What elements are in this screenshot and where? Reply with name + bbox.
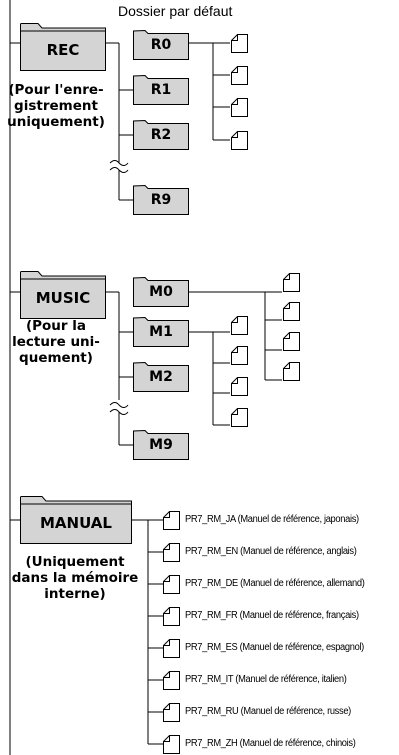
manual-file-label: PR7_RM_DE (Manuel de référence, allemand… bbox=[185, 578, 365, 589]
subfolder-label: M0 bbox=[149, 284, 173, 300]
file-icon bbox=[231, 408, 248, 427]
file-icon bbox=[283, 332, 300, 351]
subfolder-r0: R0 bbox=[133, 29, 189, 60]
manual-file-label: PR7_RM_ES (Manuel de référence, espagnol… bbox=[185, 642, 364, 653]
file-icon bbox=[163, 511, 180, 530]
caption-line: (Pour l'enre- bbox=[8, 82, 104, 98]
folder-icon bbox=[133, 361, 189, 392]
caption-line: (Pour la bbox=[25, 318, 87, 334]
folder-icon bbox=[20, 496, 132, 544]
caption-line: quement) bbox=[19, 350, 93, 366]
default-folder-label: Dossier par défaut bbox=[118, 3, 233, 19]
file-icon bbox=[163, 671, 180, 690]
manual-file-label: PR7_RM_JA (Manuel de référence, japonais… bbox=[185, 514, 359, 525]
file-icon bbox=[163, 575, 180, 594]
file-icon bbox=[283, 362, 300, 381]
file-icon bbox=[231, 316, 248, 335]
file-icon bbox=[231, 98, 248, 117]
subfolder-label: M1 bbox=[149, 324, 173, 340]
subfolder-m9: M9 bbox=[133, 429, 189, 460]
folder-icon bbox=[133, 276, 189, 307]
manual-file-label: PR7_RM_ZH (Manuel de référence, chinois) bbox=[185, 738, 356, 749]
subfolder-label: R9 bbox=[150, 192, 172, 208]
caption-line: uniquement) bbox=[7, 114, 105, 130]
file-icon bbox=[163, 735, 180, 754]
file-icon bbox=[231, 377, 248, 396]
folder-icon bbox=[133, 74, 189, 105]
folder-icon bbox=[20, 23, 106, 71]
caption-line: dans la mémoire bbox=[11, 570, 139, 586]
subfolder-r9: R9 bbox=[133, 184, 189, 215]
music-folder-label: MUSIC bbox=[35, 289, 91, 307]
rec-folder: REC bbox=[20, 23, 106, 71]
subfolder-label: M2 bbox=[149, 369, 173, 385]
manual-folder-caption: (Uniquement dans la mémoire interne) bbox=[10, 554, 140, 602]
music-folder: MUSIC bbox=[20, 271, 106, 319]
subfolder-label: R2 bbox=[150, 127, 172, 143]
manual-file-label: PR7_RM_FR (Manuel de référence, français… bbox=[185, 610, 359, 621]
subfolder-m0: M0 bbox=[133, 276, 189, 307]
file-icon bbox=[283, 302, 300, 321]
manual-file-label: PR7_RM_IT (Manuel de référence, italien) bbox=[185, 674, 347, 685]
rec-folder-caption: (Pour l'enre- gistrement uniquement) bbox=[6, 82, 106, 130]
file-icon bbox=[283, 273, 300, 292]
subfolder-r2: R2 bbox=[133, 119, 189, 150]
caption-line: lecture uni- bbox=[12, 334, 100, 350]
subfolder-m2: M2 bbox=[133, 361, 189, 392]
file-icon bbox=[163, 607, 180, 626]
folder-icon bbox=[133, 29, 189, 60]
subfolder-label: R1 bbox=[150, 82, 172, 98]
file-icon bbox=[231, 346, 248, 365]
rec-folder-label: REC bbox=[46, 41, 80, 59]
folder-icon bbox=[20, 271, 106, 319]
folder-icon bbox=[133, 429, 189, 460]
folder-icon bbox=[133, 184, 189, 215]
manual-folder: MANUAL bbox=[20, 496, 132, 544]
manual-folder-label: MANUAL bbox=[40, 514, 112, 532]
caption-line: (Uniquement bbox=[25, 554, 125, 570]
caption-line: gistrement bbox=[14, 98, 98, 114]
subfolder-label: R0 bbox=[150, 37, 172, 53]
subfolder-r1: R1 bbox=[133, 74, 189, 105]
file-icon bbox=[163, 639, 180, 658]
subfolder-label: M9 bbox=[149, 437, 173, 453]
file-icon bbox=[231, 34, 248, 53]
folder-icon bbox=[133, 316, 189, 347]
manual-file-label: PR7_RM_RU (Manuel de référence, russe) bbox=[185, 706, 351, 717]
manual-file-label: PR7_RM_EN (Manuel de référence, anglais) bbox=[185, 546, 357, 557]
file-icon bbox=[231, 66, 248, 85]
folder-icon bbox=[133, 119, 189, 150]
file-icon bbox=[163, 543, 180, 562]
caption-line: interne) bbox=[44, 586, 106, 602]
file-icon bbox=[163, 703, 180, 722]
music-folder-caption: (Pour la lecture uni- quement) bbox=[6, 318, 106, 366]
file-icon bbox=[231, 131, 248, 150]
subfolder-m1: M1 bbox=[133, 316, 189, 347]
